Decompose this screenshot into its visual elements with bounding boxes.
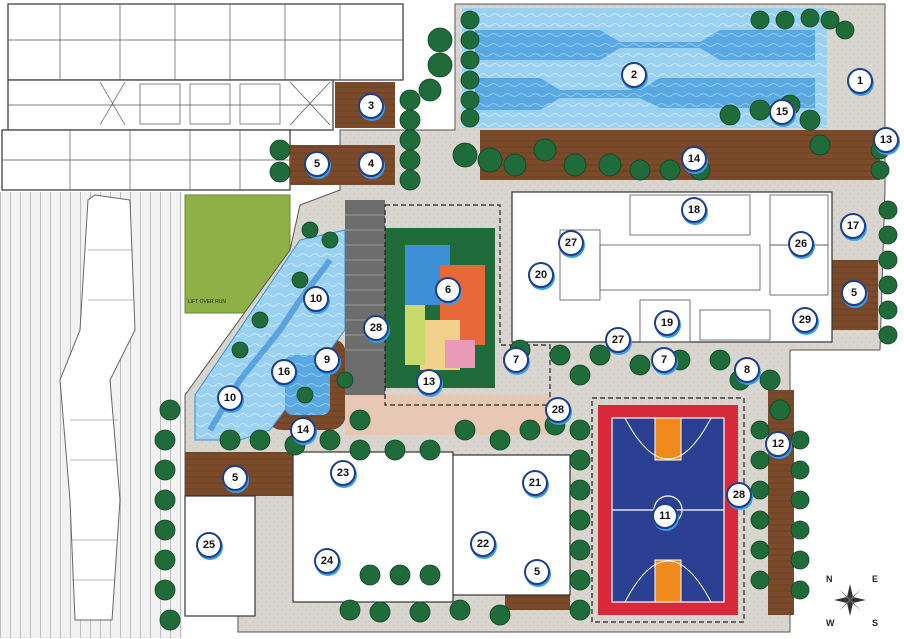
marker-8[interactable]: 8 bbox=[734, 357, 760, 383]
deck-12 bbox=[768, 390, 794, 615]
jogging-path bbox=[384, 204, 551, 406]
marker-10a[interactable]: 10 bbox=[303, 286, 329, 312]
marker-16[interactable]: 16 bbox=[271, 359, 297, 385]
marker-3[interactable]: 3 bbox=[358, 93, 384, 119]
marker-5c[interactable]: 5 bbox=[222, 465, 248, 491]
marker-19[interactable]: 19 bbox=[654, 310, 680, 336]
marker-23[interactable]: 23 bbox=[330, 460, 356, 486]
carpark-ramp bbox=[0, 192, 182, 638]
compass-icon bbox=[834, 584, 866, 616]
apartment-block-north bbox=[1, 3, 404, 191]
block-25 bbox=[184, 495, 256, 617]
marker-4[interactable]: 4 bbox=[358, 151, 384, 177]
marker-18[interactable]: 18 bbox=[681, 197, 707, 223]
marker-14b[interactable]: 14 bbox=[290, 417, 316, 443]
marker-5d[interactable]: 5 bbox=[524, 559, 550, 585]
marker-22[interactable]: 22 bbox=[470, 531, 496, 557]
marker-5a[interactable]: 5 bbox=[304, 151, 330, 177]
marker-6[interactable]: 6 bbox=[435, 277, 461, 303]
marker-10b[interactable]: 10 bbox=[217, 385, 243, 411]
marker-13a[interactable]: 13 bbox=[873, 127, 899, 153]
kids-pool bbox=[385, 228, 495, 388]
compass-e: E bbox=[872, 574, 878, 584]
marker-7b[interactable]: 7 bbox=[651, 347, 677, 373]
marker-29[interactable]: 29 bbox=[792, 307, 818, 333]
marker-1[interactable]: 1 bbox=[847, 68, 873, 94]
plaza bbox=[345, 395, 550, 435]
marker-9[interactable]: 9 bbox=[314, 347, 340, 373]
marker-11[interactable]: 11 bbox=[652, 503, 678, 529]
steps bbox=[345, 200, 385, 400]
marker-24[interactable]: 24 bbox=[314, 548, 340, 574]
marker-15[interactable]: 15 bbox=[769, 99, 795, 125]
marker-28b[interactable]: 28 bbox=[545, 397, 571, 423]
marker-5b[interactable]: 5 bbox=[841, 280, 867, 306]
marker-12[interactable]: 12 bbox=[765, 431, 791, 457]
compass-n: N bbox=[826, 574, 833, 584]
gym-21-22-block bbox=[449, 454, 571, 596]
marker-14a[interactable]: 14 bbox=[681, 146, 707, 172]
marker-7a[interactable]: 7 bbox=[503, 347, 529, 373]
marker-28a[interactable]: 28 bbox=[363, 315, 389, 341]
marker-26[interactable]: 26 bbox=[788, 231, 814, 257]
compass-s: S bbox=[872, 618, 878, 628]
marker-21[interactable]: 21 bbox=[522, 470, 548, 496]
marker-25[interactable]: 25 bbox=[196, 532, 222, 558]
marker-20[interactable]: 20 bbox=[528, 262, 554, 288]
marker-17[interactable]: 17 bbox=[840, 213, 866, 239]
lift-over-run-label: LIFT OVER RUN bbox=[188, 299, 226, 305]
marker-28c[interactable]: 28 bbox=[726, 482, 752, 508]
marker-27a[interactable]: 27 bbox=[558, 230, 584, 256]
compass-w: W bbox=[826, 618, 835, 628]
marker-27b[interactable]: 27 bbox=[605, 327, 631, 353]
marker-13b[interactable]: 13 bbox=[416, 369, 442, 395]
marker-2[interactable]: 2 bbox=[621, 62, 647, 88]
